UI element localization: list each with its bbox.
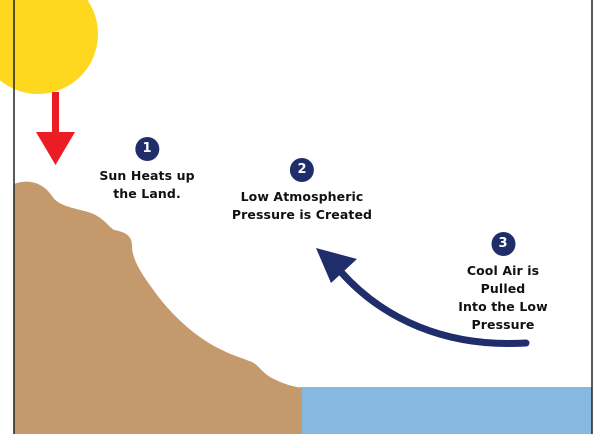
step-3-line-2: Into the Low Pressure [457,298,550,334]
water [300,387,592,434]
step-2-line-2: Pressure is Created [232,206,372,224]
arrow-down-icon [36,92,75,165]
step-2-badge: 2 [290,158,314,182]
step-1-line-1: Sun Heats up [99,167,194,185]
step-3-line-1: Cool Air is Pulled [457,262,550,298]
step-3: 3 Cool Air is Pulled Into the Low Pressu… [457,232,550,334]
step-1: 1 Sun Heats up the Land. [99,137,194,203]
step-1-line-2: the Land. [113,185,181,203]
step-3-badge: 3 [491,232,515,256]
step-2-line-1: Low Atmospheric [241,188,364,206]
step-1-badge: 1 [135,137,159,161]
step-2: 2 Low Atmospheric Pressure is Created [232,158,372,224]
